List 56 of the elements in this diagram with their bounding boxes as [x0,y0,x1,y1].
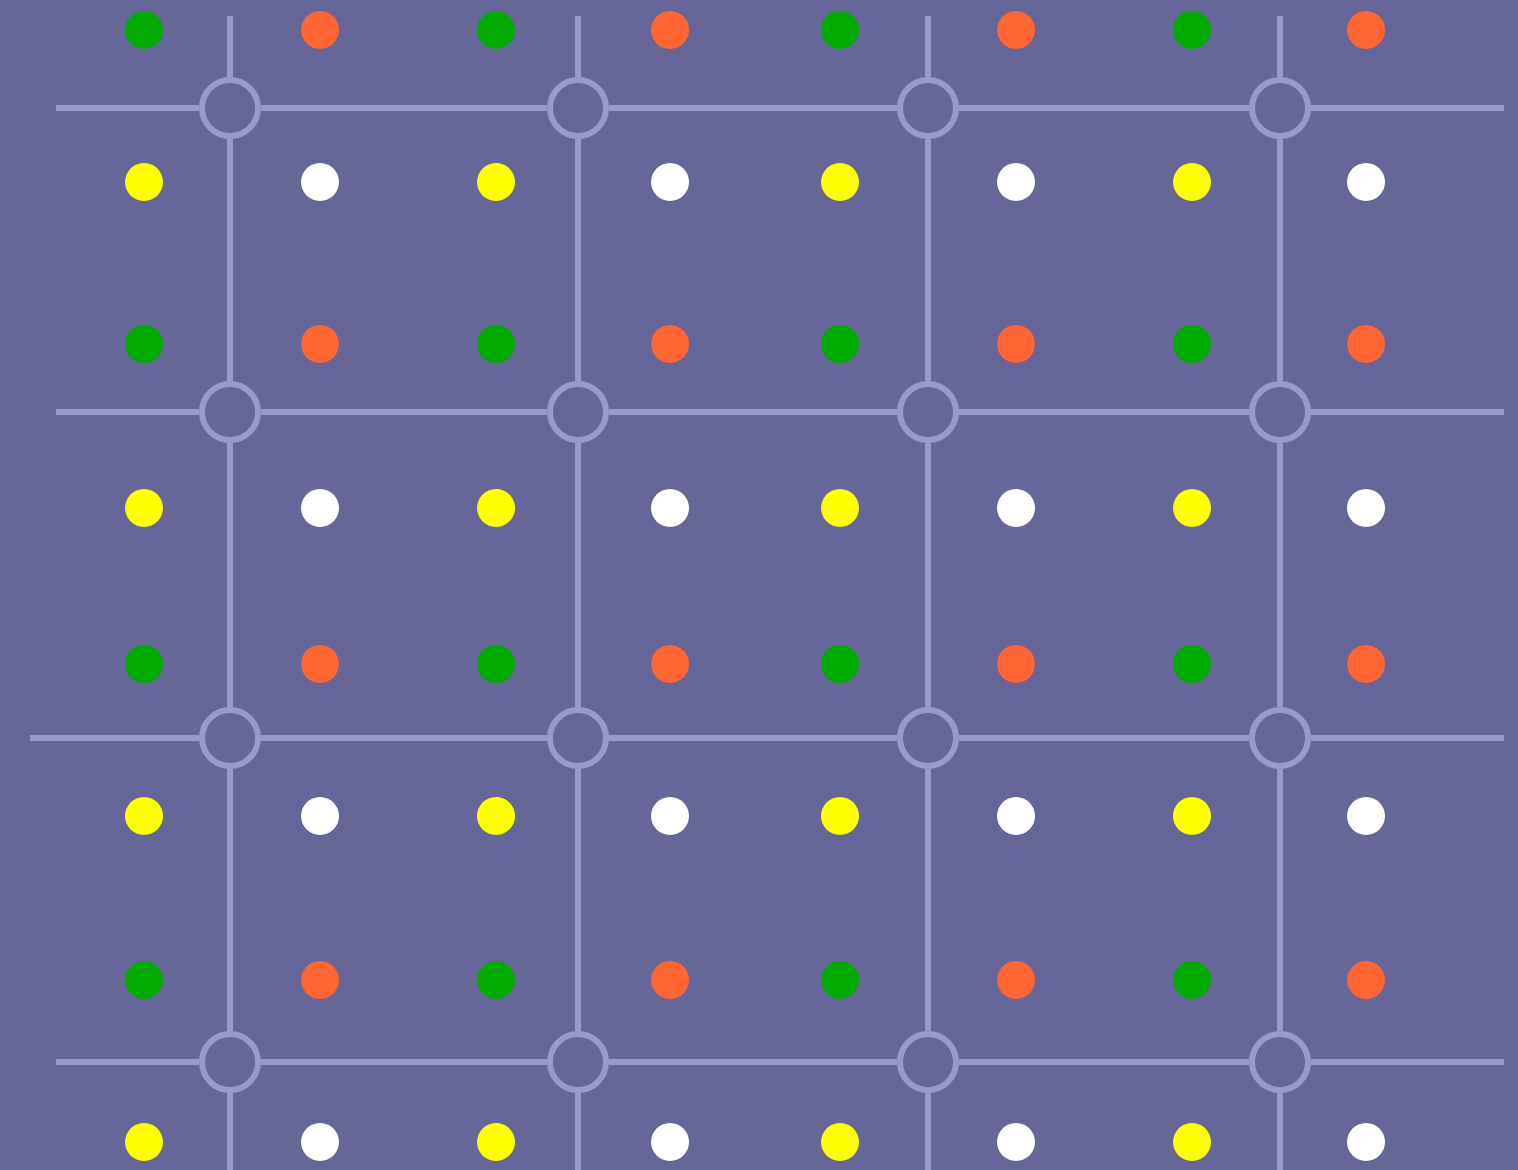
grid-line [575,442,581,707]
junction-circle [547,1030,609,1093]
junction-circle [1249,1030,1311,1093]
grid-line [609,409,897,415]
junction-circle [199,380,261,443]
grid-line [227,15,233,77]
grid-line [30,734,199,741]
junction-circle [897,706,959,769]
junction-circle [199,77,261,139]
grid-line [609,104,897,111]
junction-circle [547,77,609,139]
grid-line [959,409,1249,415]
junction-circle [547,706,609,769]
junction-circle [199,706,261,769]
grid-line [1311,104,1504,111]
grid-line [1277,15,1283,77]
grid-line [261,409,547,415]
grid-line [959,734,1249,741]
grid-line [1311,1058,1504,1065]
grid-line [227,442,233,707]
grid-line [575,15,581,77]
grid-line [261,104,547,111]
junction-circle [1249,706,1311,769]
grid-line [227,768,233,1031]
junction-circle [199,1030,261,1093]
junction-circle [897,77,959,139]
grid-line [925,1092,931,1170]
grid-line [56,1058,199,1065]
grid-line [56,104,199,111]
grid-line [261,734,547,741]
grid-line [925,442,931,707]
grid-line [1311,409,1504,415]
grid-line [261,1058,547,1065]
junction-circle [897,1030,959,1093]
grid-line [609,734,897,741]
grid-line [575,139,581,381]
grid-line [1277,768,1283,1031]
grid-line [227,1092,233,1170]
junction-circle [1249,77,1311,139]
grid-line [925,15,931,77]
grid-line [959,104,1249,111]
grid-line [575,1092,581,1170]
junction-circle [547,380,609,443]
grid-line [227,139,233,381]
grid-line [1277,1092,1283,1170]
grid-line [959,1058,1249,1065]
grid-line [1277,139,1283,381]
junction-circle [1249,380,1311,443]
junction-circle [897,380,959,443]
grid-line [1311,734,1504,741]
grid-line [56,409,199,415]
grid-line [925,139,931,381]
grid-line [575,768,581,1031]
grid-line [925,768,931,1031]
grid-line [609,1058,897,1065]
grid-line [1277,442,1283,707]
